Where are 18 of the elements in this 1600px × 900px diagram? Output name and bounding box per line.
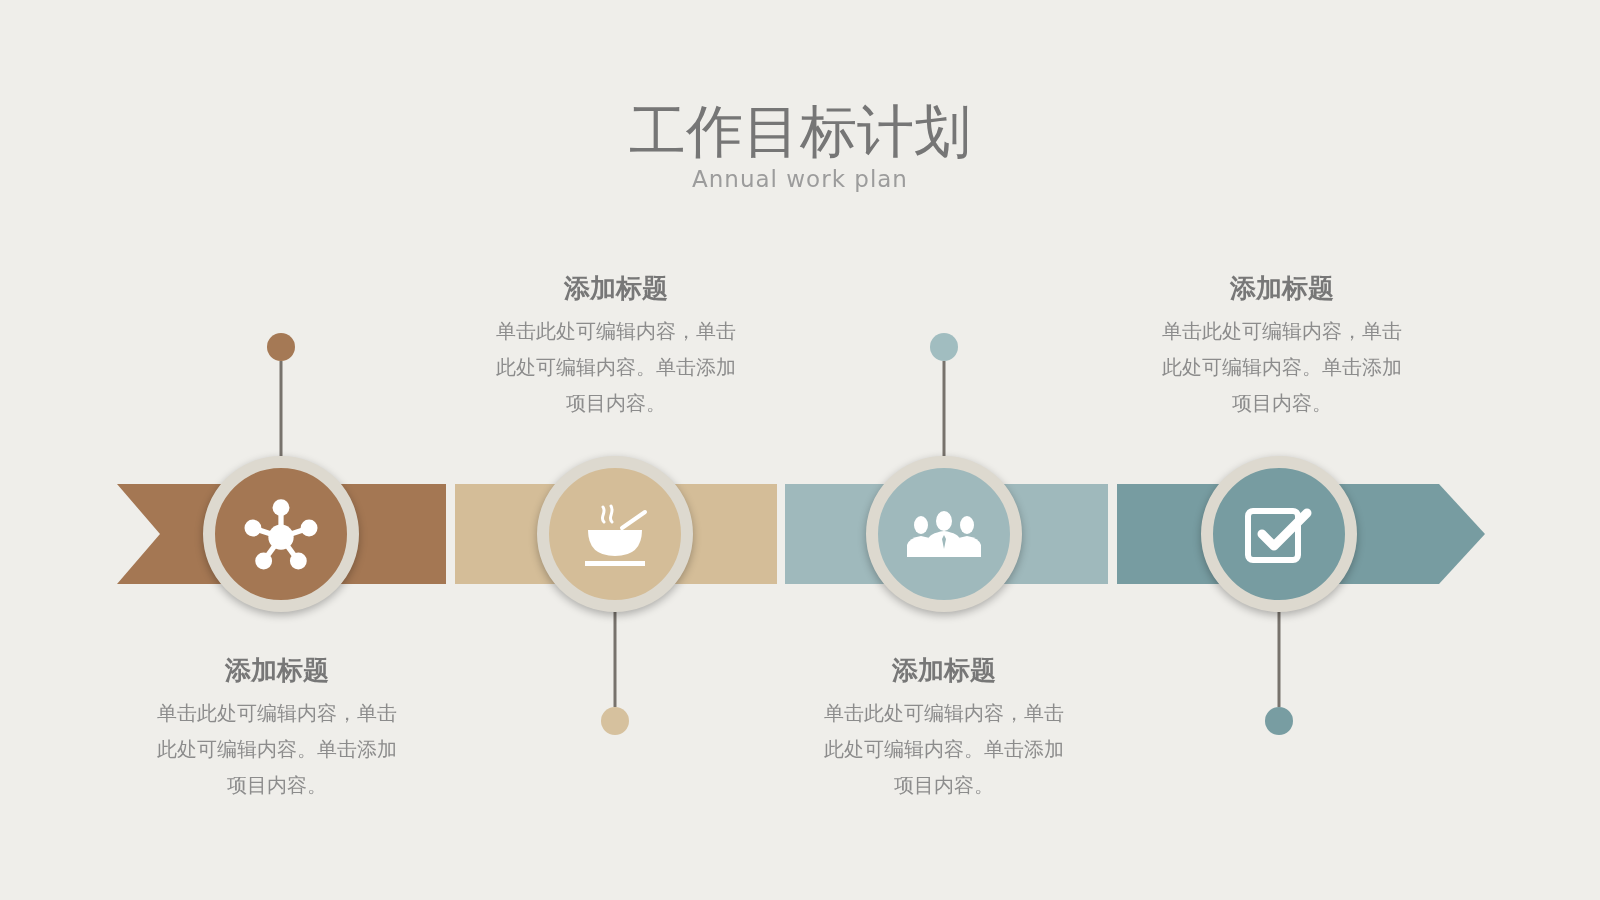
end-dot bbox=[930, 333, 958, 361]
step-heading: 添加标题 bbox=[891, 654, 997, 687]
step-heading: 添加标题 bbox=[1229, 272, 1335, 305]
connector-line bbox=[613, 612, 617, 707]
step-text: 单击此处可编辑内容，单击此处可编辑内容。单击添加项目内容。 bbox=[1162, 319, 1402, 417]
step-text: 单击此处可编辑内容，单击此处可编辑内容。单击添加项目内容。 bbox=[824, 701, 1064, 799]
step-heading: 添加标题 bbox=[563, 272, 669, 305]
end-dot bbox=[267, 333, 295, 361]
step-text: 单击此处可编辑内容，单击此处可编辑内容。单击添加项目内容。 bbox=[496, 319, 736, 417]
title: 工作目标计划 bbox=[628, 97, 972, 166]
end-dot bbox=[601, 707, 629, 735]
step-heading: 添加标题 bbox=[224, 654, 330, 687]
connector-line bbox=[279, 361, 283, 456]
subtitle: Annual work plan bbox=[691, 165, 909, 194]
connector-line bbox=[1277, 612, 1281, 707]
end-dot bbox=[1265, 707, 1293, 735]
step-text: 单击此处可编辑内容，单击此处可编辑内容。单击添加项目内容。 bbox=[157, 701, 397, 799]
connector-line bbox=[942, 361, 946, 456]
